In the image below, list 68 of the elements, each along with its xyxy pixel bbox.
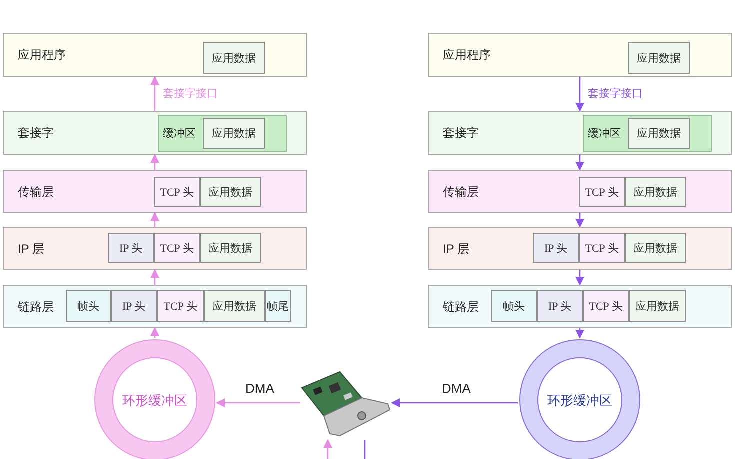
packet-field: 应用数据 bbox=[200, 177, 261, 207]
layer-panel bbox=[428, 227, 732, 270]
arrow bbox=[150, 327, 160, 338]
layer-panel bbox=[3, 111, 307, 155]
layer-panel bbox=[428, 33, 732, 77]
packet-field: 应用数据 bbox=[204, 290, 265, 322]
packet-field: TCP 头 bbox=[583, 290, 629, 322]
layer-label: 链路层 bbox=[18, 299, 54, 316]
layer-panel bbox=[428, 170, 732, 213]
packet-field: 帧头 bbox=[66, 290, 111, 322]
edge-label: DMA bbox=[244, 381, 276, 396]
arrow bbox=[150, 212, 160, 227]
packet-field: TCP 头 bbox=[154, 177, 200, 207]
packet-field: 帧头 bbox=[491, 290, 537, 322]
packet-field: 应用数据 bbox=[625, 177, 686, 207]
buffer-panel bbox=[583, 115, 712, 152]
packet-field: TCP 头 bbox=[579, 233, 625, 263]
layer-panel bbox=[3, 285, 307, 328]
arrow bbox=[575, 155, 585, 171]
ring-label: 环形缓冲区 bbox=[546, 392, 614, 410]
arrow bbox=[575, 213, 585, 228]
edge-label: 套接字接口 bbox=[587, 86, 644, 101]
layer-label: 传输层 bbox=[18, 184, 54, 201]
buffer-label: 缓冲区 bbox=[588, 127, 621, 141]
layer-panel bbox=[3, 33, 307, 77]
layer-label: 传输层 bbox=[443, 184, 479, 201]
layer-label: IP 层 bbox=[18, 241, 44, 258]
arrow bbox=[391, 398, 518, 408]
packet-field: 应用数据 bbox=[200, 233, 261, 263]
layer-panel bbox=[428, 285, 732, 328]
ring-label: 环形缓冲区 bbox=[122, 392, 188, 410]
arrow bbox=[575, 328, 585, 339]
packet-field: IP 头 bbox=[111, 290, 157, 322]
packet-field: TCP 头 bbox=[154, 233, 200, 263]
ring-buffer-drawing bbox=[93, 338, 217, 459]
layer-label: 链路层 bbox=[443, 299, 479, 316]
packet-field: IP 头 bbox=[533, 233, 579, 263]
packet-field: IP 头 bbox=[537, 290, 583, 322]
layer-label: 套接字 bbox=[443, 125, 479, 142]
packet-field: 应用数据 bbox=[628, 118, 690, 149]
packet-field: 帧尾 bbox=[265, 290, 291, 322]
arrow bbox=[150, 269, 160, 285]
layer-label: 应用程序 bbox=[443, 47, 491, 64]
packet-field: 应用数据 bbox=[203, 118, 265, 149]
ring-buffer-drawing bbox=[518, 338, 642, 459]
layer-label: IP 层 bbox=[443, 241, 470, 258]
layer-label: 应用程序 bbox=[18, 47, 66, 64]
layer-panel bbox=[428, 111, 732, 155]
layer-label: 套接字 bbox=[18, 125, 54, 142]
buffer-label: 缓冲区 bbox=[163, 127, 196, 141]
buffer-panel bbox=[158, 115, 287, 152]
packet-field: IP 头 bbox=[108, 233, 154, 263]
packet-field: 应用数据 bbox=[625, 233, 686, 263]
edge-label: 套接字接口 bbox=[162, 86, 219, 101]
arrow bbox=[575, 270, 585, 286]
arrow bbox=[150, 154, 160, 170]
arrow bbox=[323, 439, 333, 459]
packet-field: TCP 头 bbox=[579, 177, 625, 207]
edge-label: DMA bbox=[441, 381, 472, 396]
layer-panel bbox=[3, 227, 307, 270]
arrow bbox=[575, 77, 585, 112]
packet-field: TCP 头 bbox=[157, 290, 204, 322]
layer-panel bbox=[3, 170, 307, 213]
packet-field: 应用数据 bbox=[628, 42, 690, 74]
packet-field: 应用数据 bbox=[203, 42, 265, 74]
arrow bbox=[216, 398, 300, 408]
arrow bbox=[150, 76, 160, 111]
packet-field: 应用数据 bbox=[629, 290, 686, 322]
